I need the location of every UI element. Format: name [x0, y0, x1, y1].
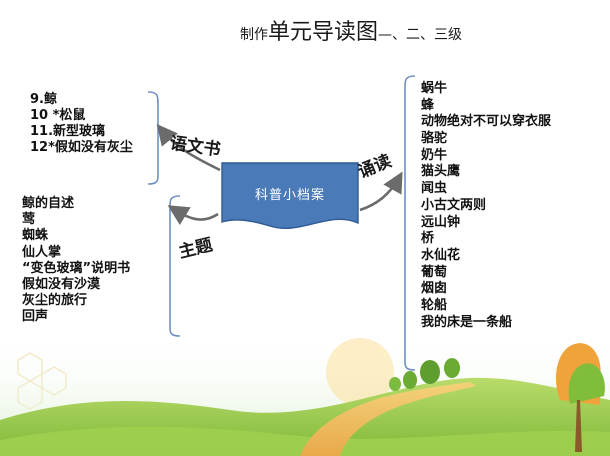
list-item: 远山钟	[421, 214, 461, 230]
list-item: 轮船	[421, 297, 448, 313]
list-item: 回声	[22, 309, 49, 325]
list-item: 鲸的自述	[22, 196, 75, 211]
list-item: 11.新型玻璃	[30, 124, 106, 139]
center-box-shape	[221, 162, 359, 230]
center-box-label: 科普小档案	[254, 187, 325, 203]
title-suffix: —、二、三级	[378, 27, 463, 43]
list-item: 莺	[22, 212, 36, 228]
recite-list: 蜗牛 蜂 动物绝对不可以穿衣服 骆驼 奶牛 猫头鹰 闻虫 小古文两则 远山钟 桥…	[421, 81, 551, 331]
theme-list: 鲸的自述 莺 蜘蛛 仙人掌 “变色玻璃”说明书 假如没有沙漠 灰尘的旅行 回声	[22, 196, 130, 326]
list-item: 蜗牛	[421, 81, 448, 96]
list-item: 我的床是一条船	[421, 314, 513, 330]
arrow-chinese-book	[156, 123, 221, 172]
list-item: 猫头鹰	[421, 164, 461, 180]
arrow-theme	[167, 205, 219, 226]
title-prefix: 制作	[240, 27, 268, 43]
arrow-recite	[359, 171, 403, 212]
list-item: 蜂	[421, 97, 435, 113]
list-item: 闻虫	[421, 181, 448, 197]
list-item: 小古文两则	[421, 197, 487, 213]
list-item: 10 *松鼠	[30, 108, 86, 123]
list-item: 桥	[421, 231, 435, 247]
list-item: 葡萄	[421, 264, 448, 280]
list-item: 骆驼	[421, 131, 448, 147]
list-item: 动物绝对不可以穿衣服	[421, 114, 552, 130]
bracket-recite	[404, 75, 416, 371]
trees-decoration	[389, 358, 460, 391]
bracket-theme	[169, 195, 181, 337]
list-item: 仙人掌	[22, 244, 62, 260]
title-main: 单元导读图	[268, 20, 379, 45]
list-item: 烟囱	[421, 281, 448, 297]
page-title: 制作单元导读图—、二、三级	[240, 22, 462, 44]
list-item: 9.鲸	[30, 92, 57, 107]
list-item: 灰尘的旅行	[22, 293, 88, 309]
list-item: 奶牛	[421, 147, 448, 163]
winding-path	[300, 382, 476, 456]
list-item: 蜘蛛	[22, 228, 49, 244]
bracket-chinese-book	[147, 91, 159, 185]
list-item: “变色玻璃”说明书	[22, 260, 131, 276]
list-item: 假如没有沙漠	[22, 276, 101, 292]
bush-decoration	[556, 343, 605, 452]
chinese-book-list: 9.鲸 10 *松鼠 11.新型玻璃 12*假如没有灰尘	[30, 92, 133, 156]
list-item: 12*假如没有灰尘	[30, 140, 133, 155]
list-item: 水仙花	[421, 247, 461, 263]
sun-icon	[326, 338, 394, 406]
